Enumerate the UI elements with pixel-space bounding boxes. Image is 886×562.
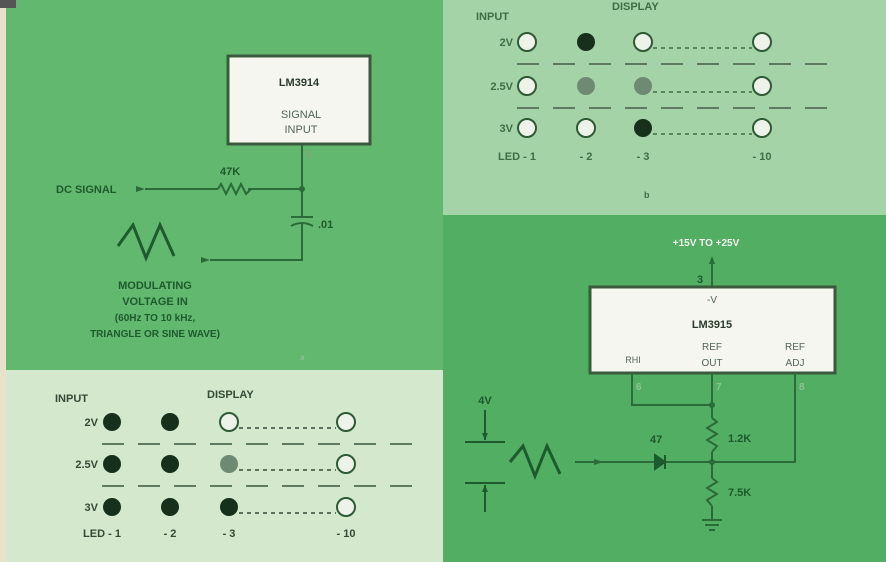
- display-label: DISPLAY: [612, 1, 659, 13]
- row-label: 2V: [85, 417, 99, 429]
- pin-label: 5: [306, 150, 312, 161]
- display-b: INPUT DISPLAY 2V 2.5V 3V LED - 1 - 2 - 3 - 10 b: [476, 1, 835, 200]
- junction-dot: [709, 402, 715, 408]
- ground-icon: [702, 519, 722, 531]
- circuit-d: +15V TO +25V 3 -V LM3915 REF OUT REF ADJ…: [465, 238, 837, 531]
- wires: [145, 145, 303, 261]
- led-off: [517, 76, 537, 96]
- circuit-d-panel: [443, 215, 886, 562]
- led-number-label: - 10: [337, 528, 356, 540]
- corner-mark: [0, 0, 16, 8]
- input-label: INPUT: [55, 393, 88, 405]
- led-number-label: - 2: [580, 151, 593, 163]
- chip-label: REF: [702, 342, 722, 353]
- row-label: 2.5V: [490, 81, 513, 93]
- resistor-1-2k: [705, 417, 719, 453]
- arrow-icon: [709, 256, 715, 264]
- led-number-label: - 10: [753, 151, 772, 163]
- led-number-label: LED - 1: [83, 528, 121, 540]
- chip-label: SIGNAL: [281, 109, 321, 121]
- display-label: DISPLAY: [207, 389, 254, 401]
- pin-label: 8: [799, 382, 805, 393]
- led-on: [577, 33, 595, 51]
- led-off: [752, 118, 772, 138]
- capacitor-label: .01: [318, 219, 333, 231]
- mod-text: TRIANGLE OR SINE WAVE): [90, 329, 220, 340]
- chip-label: RHI: [625, 355, 641, 365]
- led-on: [103, 498, 121, 516]
- chip-label: INPUT: [285, 124, 318, 136]
- row-label: 3V: [85, 502, 99, 514]
- led-number-label: - 3: [637, 151, 650, 163]
- resistor-47k: [217, 181, 252, 197]
- lm3914-chip: [226, 54, 372, 146]
- led-on: [161, 413, 179, 431]
- amplitude-label: 4V: [478, 395, 492, 407]
- junction-dot: [299, 186, 305, 192]
- led-off: [219, 412, 239, 432]
- page-edge: [0, 0, 6, 562]
- led-on: [220, 498, 238, 516]
- input-label: INPUT: [476, 11, 509, 23]
- caption: a: [300, 353, 305, 362]
- row-label: 2V: [500, 37, 514, 49]
- led-on: [161, 455, 179, 473]
- led-on: [103, 413, 121, 431]
- diode: [654, 453, 667, 471]
- led-off: [517, 118, 537, 138]
- led-on: [161, 498, 179, 516]
- led-number-label: - 3: [223, 528, 236, 540]
- led-off: [752, 76, 772, 96]
- junction-dot: [709, 459, 715, 465]
- caption: b: [644, 190, 650, 200]
- led-off: [633, 32, 653, 52]
- dc-signal-label: DC SIGNAL: [56, 184, 117, 196]
- resistor-label: 47K: [220, 166, 240, 178]
- led-off: [752, 32, 772, 52]
- pin-label: 7: [716, 382, 722, 393]
- resistor-label: 1.2K: [728, 433, 751, 445]
- chip-label: ADJ: [786, 358, 805, 369]
- circuit-a: LM3914 SIGNAL INPUT 5 DC SIGNAL 47K .01 …: [56, 54, 372, 362]
- resistor-label: 7.5K: [728, 487, 751, 499]
- led-off: [336, 412, 356, 432]
- chip-name: LM3915: [692, 319, 732, 331]
- triangle-wave-icon: [116, 221, 176, 262]
- chip-label: REF: [785, 342, 805, 353]
- chip-name: LM3914: [279, 77, 320, 89]
- chip-label: -V: [707, 295, 717, 306]
- supply-label: +15V TO +25V: [673, 238, 740, 249]
- led-off: [517, 32, 537, 52]
- diode-label: 47: [650, 434, 662, 446]
- pin-label: 3: [697, 274, 703, 286]
- resistor-7-5k: [705, 477, 719, 507]
- mod-text: (60Hz TO 10 kHz,: [115, 313, 196, 324]
- led-off: [576, 118, 596, 138]
- led-half: [220, 455, 238, 473]
- led-half: [577, 77, 595, 95]
- mod-text: MODULATING: [118, 280, 192, 292]
- led-off: [336, 497, 356, 517]
- display-c: INPUT DISPLAY 2V 2.5V 3V LED - 1 - 2 - 3 - 10: [55, 389, 425, 540]
- row-label: 2.5V: [75, 459, 98, 471]
- lm3915-chip: [588, 285, 837, 375]
- led-number-label: LED - 1: [498, 151, 536, 163]
- capacitor: [290, 216, 314, 227]
- led-on: [634, 119, 652, 137]
- led-number-label: - 2: [164, 528, 177, 540]
- triangle-wave-icon: [508, 442, 562, 481]
- row-label: 3V: [500, 123, 514, 135]
- arrow-icon: [594, 459, 603, 465]
- led-half: [634, 77, 652, 95]
- led-off: [336, 454, 356, 474]
- led-on: [103, 455, 121, 473]
- pin-label: 6: [636, 382, 642, 393]
- wires: [575, 373, 796, 520]
- amplitude-marker: [465, 410, 505, 512]
- chip-label: OUT: [701, 358, 722, 369]
- mod-text: VOLTAGE IN: [122, 296, 188, 308]
